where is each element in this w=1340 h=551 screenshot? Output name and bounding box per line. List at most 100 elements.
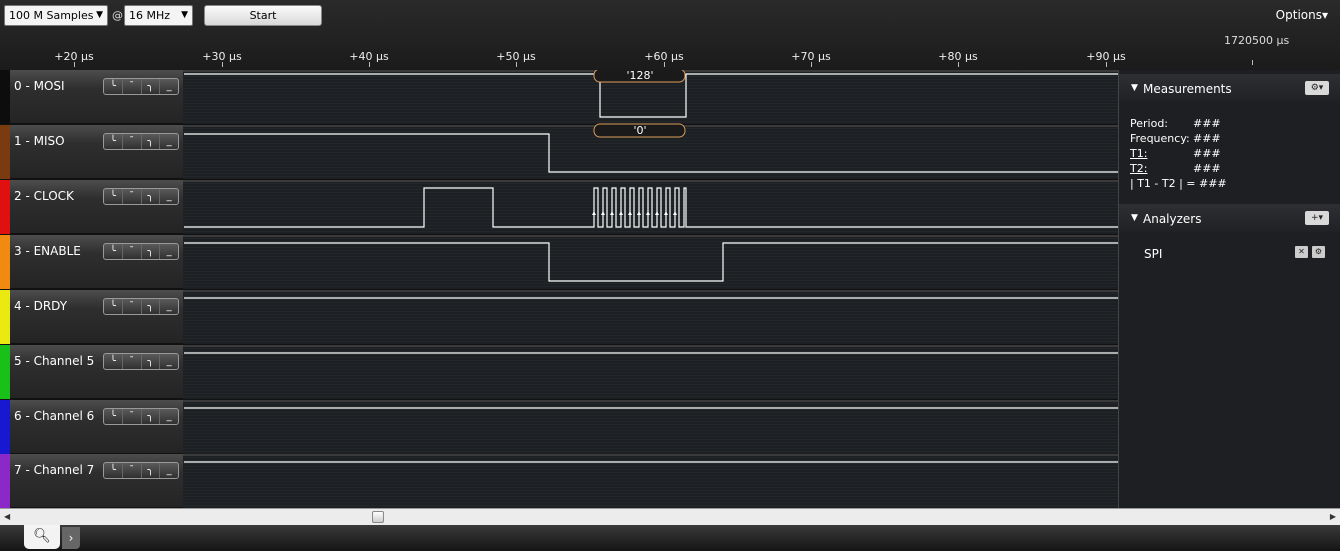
- close-icon[interactable]: ✕: [1295, 246, 1308, 258]
- high-level-icon[interactable]: ¯: [123, 299, 142, 314]
- trigger-buttons: ╰¯╮ _: [103, 133, 179, 150]
- low-level-icon[interactable]: _: [166, 465, 172, 476]
- channel-label-panel[interactable]: 4 - DRDY ╰¯╮_: [0, 290, 183, 344]
- channel-label-panel[interactable]: 3 - ENABLE ╰¯╮ _: [0, 235, 183, 289]
- low-level-icon[interactable]: _: [166, 191, 172, 202]
- tick-mark: [74, 62, 75, 67]
- channel-label-panel[interactable]: 2 - CLOCK ╰¯╮_: [0, 180, 183, 234]
- high-level-icon[interactable]: ¯: [123, 463, 142, 478]
- waveform-area[interactable]: [183, 454, 1118, 508]
- falling-edge-icon[interactable]: ╮: [142, 134, 161, 149]
- search-icon[interactable]: 🔍︎: [24, 525, 60, 549]
- trigger-buttons: ╰¯╮ _: [103, 408, 179, 425]
- trigger-buttons: ╰¯╮ _: [103, 78, 179, 95]
- waveform-area[interactable]: [183, 290, 1118, 344]
- channel-label-panel[interactable]: 5 - Channel 5 ╰¯╮_: [0, 345, 183, 399]
- tick-mark: [958, 62, 959, 67]
- time-tick: +90 µs: [1086, 50, 1126, 63]
- time-tick: +40 µs: [349, 50, 389, 63]
- measurement-label[interactable]: T2:: [1130, 162, 1148, 175]
- gear-icon[interactable]: ⚙: [1312, 246, 1325, 258]
- channel-label-panel[interactable]: 0 - MOSI ╰¯╮ _: [0, 70, 183, 124]
- rising-edge-icon[interactable]: ╰: [104, 79, 123, 94]
- low-level-icon[interactable]: _: [166, 301, 172, 312]
- channel-row: 3 - ENABLE ╰¯╮ _: [0, 235, 1118, 289]
- waveform-area[interactable]: [183, 235, 1118, 289]
- falling-edge-icon[interactable]: ╮: [142, 463, 161, 478]
- trigger-buttons: ╰¯╮ _: [103, 298, 179, 315]
- tick-mark: [222, 62, 223, 67]
- low-level-icon[interactable]: _: [166, 411, 172, 422]
- rising-edge-icon[interactable]: ╰: [104, 299, 123, 314]
- rising-edge-icon[interactable]: ╰: [104, 354, 123, 369]
- high-level-icon[interactable]: ¯: [123, 79, 142, 94]
- high-level-icon[interactable]: ¯: [123, 354, 142, 369]
- rising-edge-icon[interactable]: ╰: [104, 244, 123, 259]
- low-level-icon[interactable]: _: [166, 136, 172, 147]
- falling-edge-icon[interactable]: ╮: [142, 244, 161, 259]
- high-level-icon[interactable]: ¯: [123, 134, 142, 149]
- sample-rate-value: 16 MHz: [129, 9, 171, 22]
- bottom-bar: 🔍︎ ›: [0, 525, 1340, 551]
- channel-name: 7 - Channel 7: [14, 463, 95, 477]
- rising-edge-icon[interactable]: ╰: [104, 134, 123, 149]
- channel-label-panel[interactable]: 1 - MISO ╰¯╮_: [0, 125, 183, 179]
- channel-color-swatch: [0, 235, 10, 289]
- measurements-header[interactable]: ▼ Measurements ⚙▾: [1119, 74, 1340, 102]
- start-button[interactable]: Start: [204, 5, 322, 26]
- sample-rate-select[interactable]: 16 MHz ▼: [124, 5, 193, 26]
- high-level-icon[interactable]: ¯: [123, 189, 142, 204]
- channel-label-panel[interactable]: 6 - Channel 6 ╰¯╮_: [0, 400, 183, 454]
- scroll-left-icon[interactable]: ◀: [4, 512, 11, 521]
- measurement-label[interactable]: T1:: [1130, 147, 1148, 160]
- sample-count-value: 100 M Samples: [9, 9, 94, 22]
- measurement-label: Frequency:: [1130, 132, 1190, 145]
- scroll-thumb[interactable]: [372, 511, 384, 523]
- measurement-label: Period:: [1130, 117, 1169, 130]
- low-level-icon[interactable]: _: [166, 356, 172, 367]
- tick-mark: [1106, 62, 1107, 67]
- tick-mark: [664, 62, 665, 67]
- tick-mark: [811, 62, 812, 67]
- falling-edge-icon[interactable]: ╮: [142, 189, 161, 204]
- dropdown-arrow-icon: ▼: [181, 10, 188, 20]
- scroll-right-icon[interactable]: ▶: [1329, 512, 1336, 521]
- waveform-area[interactable]: [183, 125, 1118, 179]
- measurements-title: Measurements: [1143, 82, 1232, 96]
- channel-row: 6 - Channel 6 ╰¯╮_: [0, 400, 1118, 454]
- falling-edge-icon[interactable]: ╮: [142, 409, 161, 424]
- options-menu[interactable]: Options▾: [1275, 8, 1328, 22]
- horizontal-scrollbar[interactable]: ◀ ▶: [0, 508, 1340, 525]
- collapse-triangle-icon[interactable]: ▼: [1131, 213, 1138, 223]
- low-level-icon[interactable]: _: [166, 81, 172, 92]
- channel-name: 0 - MOSI: [14, 79, 65, 93]
- channel-row: 0 - MOSI ╰¯╮ _: [0, 70, 1118, 124]
- waveform-area[interactable]: [183, 180, 1118, 234]
- channel-name: 3 - ENABLE: [14, 244, 81, 258]
- falling-edge-icon[interactable]: ╮: [142, 354, 161, 369]
- add-icon[interactable]: +▾: [1305, 211, 1329, 225]
- rising-edge-icon[interactable]: ╰: [104, 189, 123, 204]
- rising-edge-icon[interactable]: ╰: [104, 409, 123, 424]
- high-level-icon[interactable]: ¯: [123, 244, 142, 259]
- measurement-value: ###: [1193, 117, 1221, 130]
- falling-edge-icon[interactable]: ╮: [142, 79, 161, 94]
- waveform-area[interactable]: [183, 345, 1118, 399]
- analyzers-header[interactable]: ▼ Analyzers +▾: [1119, 204, 1340, 232]
- channel-row: 1 - MISO ╰¯╮_: [0, 125, 1118, 179]
- channel-row: 2 - CLOCK ╰¯╮_: [0, 180, 1118, 234]
- sample-count-select[interactable]: 100 M Samples ▼: [4, 5, 108, 26]
- waveform-area[interactable]: [183, 70, 1118, 124]
- rising-edge-icon[interactable]: ╰: [104, 463, 123, 478]
- high-level-icon[interactable]: ¯: [123, 409, 142, 424]
- expand-chevron-icon[interactable]: ›: [62, 527, 80, 549]
- falling-edge-icon[interactable]: ╮: [142, 299, 161, 314]
- channel-list: 0 - MOSI ╰¯╮_ 1 - MISO ╰¯╮_ 2 - CLOCK ╰¯…: [0, 70, 1118, 508]
- gear-icon[interactable]: ⚙▾: [1305, 81, 1329, 95]
- waveform-area[interactable]: [183, 400, 1118, 454]
- channel-color-swatch: [0, 454, 10, 508]
- low-level-icon[interactable]: _: [166, 246, 172, 257]
- channel-label-panel[interactable]: 7 - Channel 7 ╰¯╮ _: [0, 454, 183, 508]
- collapse-triangle-icon[interactable]: ▼: [1131, 83, 1138, 93]
- analyzer-item-spi[interactable]: SPI: [1144, 247, 1163, 261]
